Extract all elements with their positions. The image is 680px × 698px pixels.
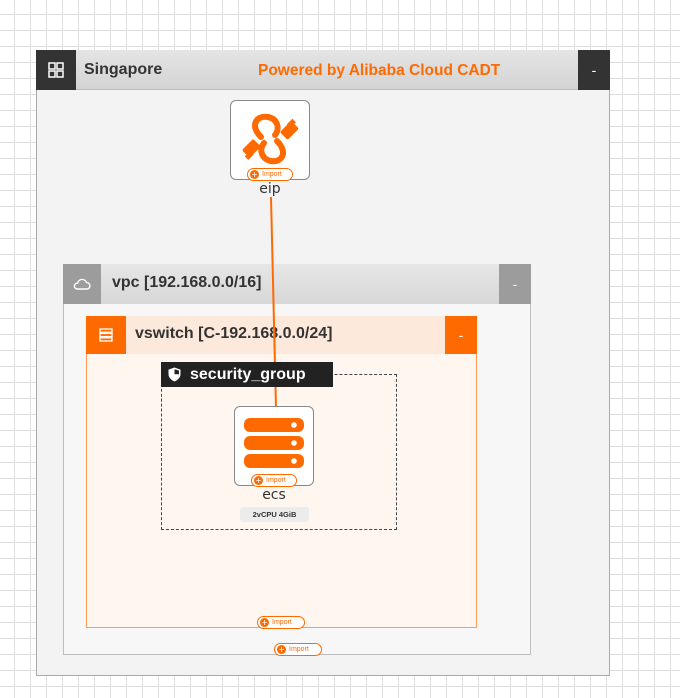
eip-import-badge[interactable]: + Import: [247, 168, 293, 181]
plus-icon: +: [254, 476, 263, 485]
region-header-bar: [76, 50, 578, 90]
security-group-title: security_group: [190, 365, 306, 383]
eip-label: eip: [259, 181, 281, 197]
security-group-header: security_group: [161, 362, 333, 387]
eip-cable-icon: [242, 113, 299, 165]
vswitch-header-bar: [126, 316, 445, 354]
ecs-label: ecs: [262, 487, 286, 503]
region-title: Singapore: [84, 61, 163, 78]
powered-by-label: Powered by Alibaba Cloud CADT: [258, 62, 501, 79]
plus-icon: +: [277, 645, 286, 654]
vswitch-import-badge[interactable]: + Import: [257, 616, 305, 629]
vpc-title: vpc [192.168.0.0/16]: [112, 274, 262, 291]
vpc-header-bar: [101, 264, 499, 304]
plus-icon: +: [260, 618, 269, 627]
cloud-icon: [63, 264, 101, 304]
vpc-collapse-button[interactable]: -: [499, 264, 531, 304]
ecs-node[interactable]: [234, 406, 314, 486]
server-stack-icon: [244, 418, 304, 468]
vswitch-list-icon: [86, 316, 126, 354]
ecs-import-badge[interactable]: + Import: [251, 474, 297, 487]
region-icon: [36, 50, 76, 90]
vswitch-title: vswitch [C-192.168.0.0/24]: [135, 325, 333, 342]
plus-icon: +: [250, 170, 259, 179]
region-collapse-button[interactable]: -: [578, 50, 610, 90]
vswitch-collapse-button[interactable]: -: [445, 316, 477, 354]
region-import-badge[interactable]: + Import: [274, 643, 322, 656]
shield-icon: [168, 367, 181, 382]
ecs-spec-badge: 2vCPU 4GiB: [240, 507, 309, 522]
